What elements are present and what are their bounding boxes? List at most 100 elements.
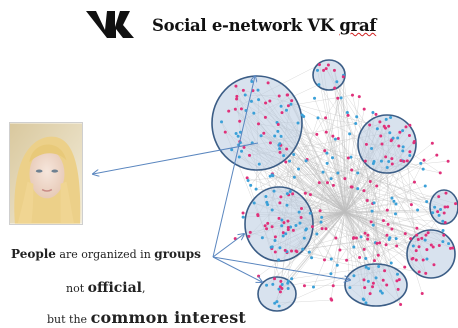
graph-node: [363, 159, 367, 163]
graph-node: [234, 132, 238, 136]
graph-node: [257, 122, 261, 126]
graph-node: [364, 301, 368, 305]
graph-node: [354, 236, 358, 240]
graph-node: [257, 98, 261, 102]
graph-node: [302, 284, 306, 288]
graph-node: [412, 180, 416, 184]
graph-node: [386, 222, 390, 226]
graph-edge: [374, 215, 440, 261]
graph-node: [370, 147, 374, 151]
graph-edge: [312, 211, 346, 227]
graph-node: [372, 259, 376, 263]
graph-node: [326, 63, 330, 67]
graph-node: [307, 250, 311, 254]
graph-node: [278, 246, 282, 250]
graph-edge: [344, 143, 433, 213]
graph-node: [257, 162, 261, 166]
graph-node: [241, 88, 245, 92]
graph-node: [355, 115, 359, 119]
graph-node: [298, 221, 302, 225]
graph-edge: [344, 185, 426, 213]
graph-node: [420, 292, 424, 296]
graph-edge: [346, 235, 388, 261]
graph-node: [273, 235, 277, 239]
graph-node: [316, 116, 320, 120]
graph-node: [446, 205, 450, 209]
graph-node: [325, 181, 329, 185]
caption-but-the: but the: [47, 313, 91, 326]
graph-edge: [344, 211, 446, 223]
graph-node: [246, 178, 250, 182]
graph-node: [384, 117, 388, 121]
graph-node: [368, 179, 372, 183]
graph-node: [365, 199, 369, 203]
graph-edge: [305, 160, 368, 240]
graph-node: [362, 247, 366, 251]
graph-node: [388, 131, 392, 135]
graph-node: [384, 155, 388, 159]
graph-node: [292, 175, 296, 179]
graph-node: [346, 113, 350, 117]
graph-node: [397, 278, 401, 282]
graph-node: [431, 211, 435, 215]
graph-node: [371, 281, 375, 285]
graph-node: [431, 245, 435, 249]
graph-node: [349, 185, 353, 189]
graph-node: [389, 115, 393, 119]
graph-node: [308, 193, 312, 197]
graph-node: [371, 223, 375, 227]
graph-node: [387, 124, 391, 128]
graph-edge: [340, 97, 346, 213]
graph-node: [424, 271, 428, 275]
graph-node: [277, 304, 281, 308]
graph-node: [352, 274, 356, 278]
graph-node: [273, 250, 277, 254]
graph-node: [266, 203, 270, 207]
graph-node: [248, 153, 252, 157]
graph-node: [451, 246, 455, 250]
graph-node: [279, 134, 283, 138]
graph-node: [239, 107, 243, 111]
graph-node: [304, 159, 308, 163]
graph-node: [280, 224, 284, 228]
graph-node: [284, 160, 288, 164]
graph-edge: [344, 211, 420, 247]
graph-node: [233, 237, 237, 241]
graph-node: [285, 147, 289, 151]
graph-node: [286, 286, 290, 290]
graph-node: [259, 134, 263, 138]
graph-node: [378, 120, 382, 124]
graph-node: [265, 283, 269, 287]
arrow-to-group-mid: [212, 234, 244, 258]
graph-node: [364, 265, 368, 269]
graph-node: [331, 183, 335, 187]
caption-people: People: [11, 247, 56, 261]
graph-nodes: [220, 63, 458, 308]
graph-node: [240, 149, 244, 153]
graph-node: [335, 80, 339, 84]
arrow-to-portrait: [93, 142, 259, 174]
graph-edge: [303, 116, 341, 251]
graph-node: [395, 272, 399, 276]
graph-node: [329, 257, 333, 261]
graph-edge: [344, 109, 365, 213]
graph-node: [385, 165, 389, 169]
graph-node: [381, 219, 385, 223]
graph-node: [403, 265, 407, 269]
graph-node: [443, 205, 447, 209]
graph-node: [384, 243, 388, 247]
graph-node: [389, 261, 393, 265]
graph-edge: [344, 211, 365, 250]
graph-node: [235, 94, 239, 98]
graph-edge: [344, 186, 352, 213]
arrow-to-group-top: [212, 76, 255, 258]
graph-node: [362, 298, 366, 302]
graph-node: [296, 167, 300, 171]
graph-edge: [344, 211, 366, 259]
graph-node: [325, 151, 329, 155]
graph-node: [390, 157, 394, 161]
graph-edge: [309, 211, 346, 253]
graph-node: [266, 81, 270, 85]
graph-node: [278, 201, 282, 205]
graph-edge: [317, 70, 346, 213]
